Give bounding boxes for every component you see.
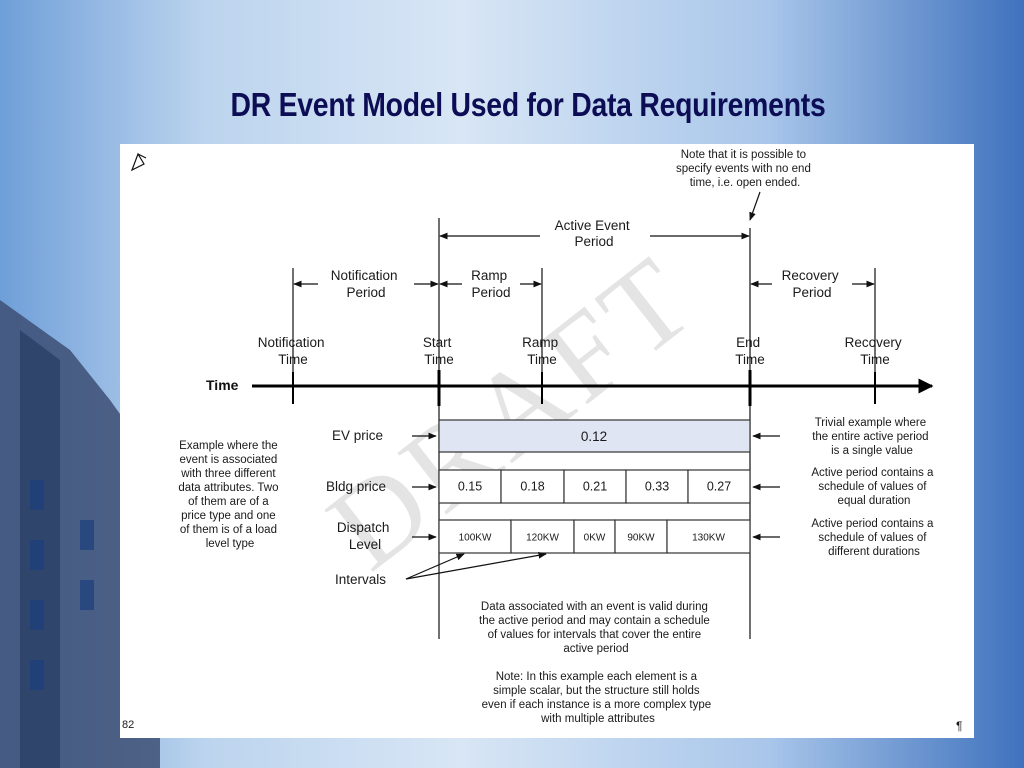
pointer-arrow-icon [130,152,147,172]
dispatch-cell [573,519,616,554]
ev-price-value: 0.12 [581,429,607,444]
dispatch-value: 0KW [584,533,606,544]
bldg-price-label: Bldg price [326,479,386,494]
ev-price-label: EV price [332,428,383,443]
dispatch-schedule: 100KW 120KW 0KW 90KW 130KW [438,519,751,554]
bottom-note-structure: Note: In this example each element is a … [482,671,715,725]
recovery-period-label: Recovery Period [782,268,843,300]
dispatch-value: 100KW [459,533,492,544]
recovery-time-label: Recovery Time [845,335,906,367]
bldg-price-value: 0.27 [707,480,731,494]
intervals-arrow-1 [405,553,465,580]
bldg-price-cell [625,469,689,504]
dispatch-value: 120KW [526,533,559,544]
intervals-label: Intervals [335,572,386,587]
bldg-price-value: 0.33 [645,480,669,494]
dispatch-note: Active period contains a schedule of val… [811,518,936,558]
diagram-canvas: DRAFT Note that it is possible to specif… [120,144,974,738]
bldg-price-value: 0.21 [583,480,607,494]
active-period-label: Active Event Period [555,218,634,249]
left-note: Example where the event is associated wi… [178,440,281,550]
bldg-price-cell [687,469,751,504]
intervals-arrow-2 [405,552,547,580]
bldg-price-note: Active period contains a schedule of val… [811,467,936,507]
notification-time-label: Notification Time [258,335,329,367]
dispatch-cell [614,519,668,554]
dispatch-cell [666,519,751,554]
bldg-price-cell [438,469,502,504]
slide-title: DR Event Model Used for Data Requirement… [230,86,826,123]
end-note: Note that it is possible to specify even… [676,149,814,189]
ramp-time-label: Ramp Time [522,335,562,367]
bldg-price-value: 0.18 [520,480,544,494]
pilcrow-mark: ¶ [956,719,962,733]
dispatch-value: 90KW [627,533,655,544]
dispatch-value: 130KW [692,533,725,544]
dr-event-diagram: DRAFT Note that it is possible to specif… [122,149,962,733]
start-time-label: Start Time [423,335,455,367]
end-note-arrow [749,191,761,221]
ramp-period-label: Ramp Period [471,268,511,300]
bldg-price-cell [500,469,565,504]
page-number: 82 [122,719,134,731]
dispatch-cell [438,519,512,554]
bottom-note-validity: Data associated with an event is valid d… [479,601,713,655]
time-axis-label: Time [206,377,239,393]
end-time-label: End Time [735,335,765,367]
notification-period-label: Notification Period [331,268,402,300]
bldg-price-value: 0.15 [458,480,482,494]
dispatch-level-label: Dispatch Level [337,520,393,552]
bldg-price-cell [563,469,627,504]
ev-price-note: Trivial example where the entire active … [812,417,932,457]
bldg-price-schedule: 0.15 0.18 0.21 0.33 0.27 [438,469,751,504]
ev-price-box [438,419,751,453]
